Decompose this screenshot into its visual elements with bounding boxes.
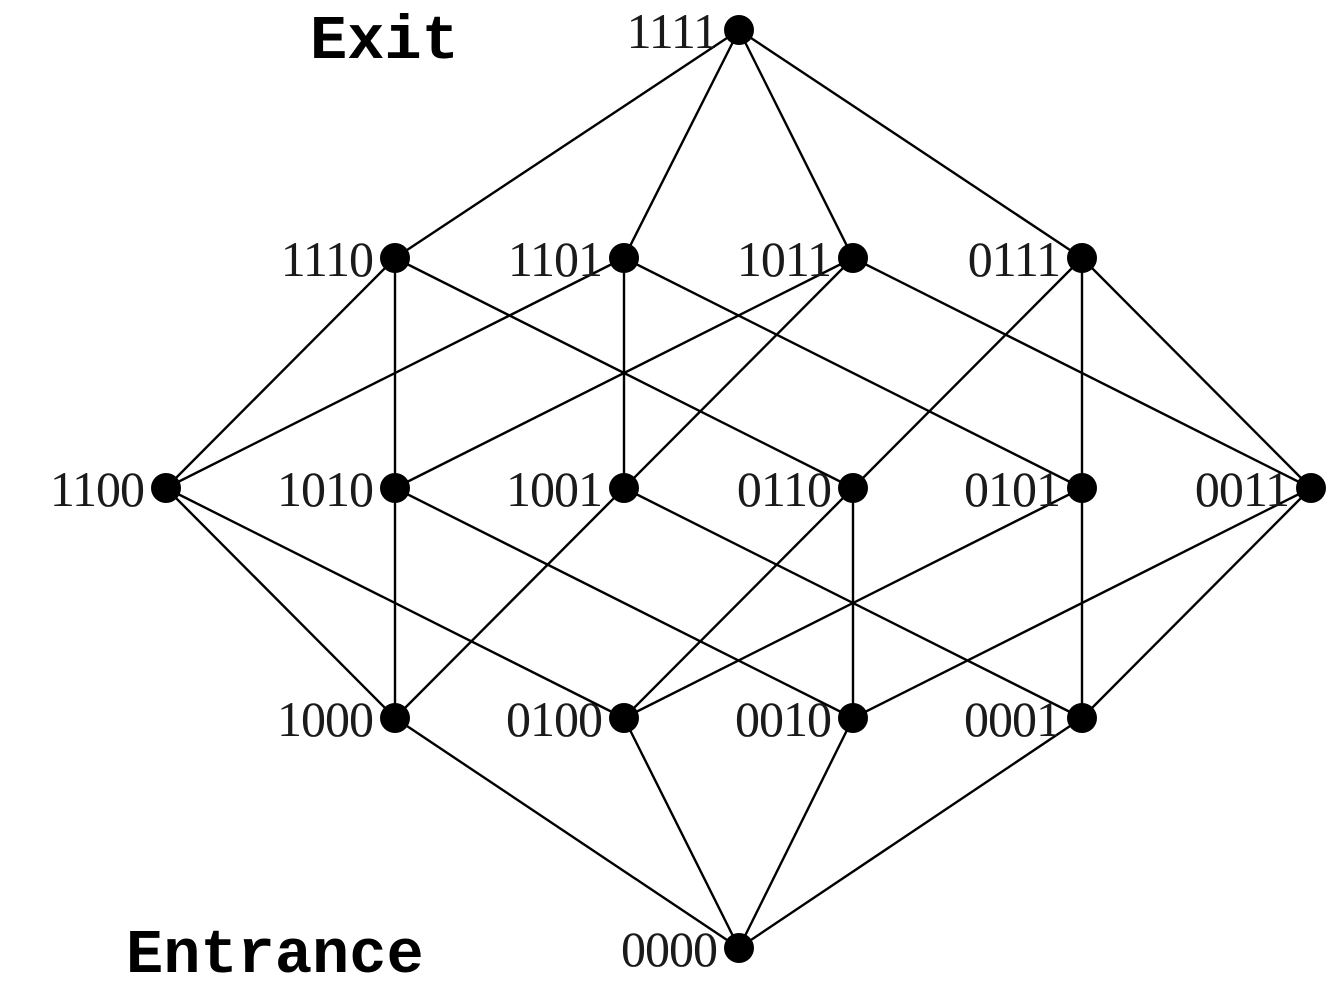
edge-0101-0100	[623, 486, 1083, 720]
edge-0011-0010	[852, 486, 1312, 720]
edge-0110-0100	[623, 487, 854, 719]
node-0010	[838, 703, 868, 733]
edge-1111-0111	[738, 29, 1083, 259]
node-0000	[724, 933, 754, 963]
node-1001	[609, 473, 639, 503]
node-1110	[380, 243, 410, 273]
node-1011	[838, 243, 868, 273]
node-0111	[1067, 243, 1097, 273]
edge-0111-0110	[852, 257, 1083, 489]
edge-1101-1100	[165, 256, 625, 490]
edge-0001-0000	[738, 717, 1083, 949]
node-label-0000: 0000	[621, 921, 717, 977]
edge-0011-0001	[1081, 487, 1312, 719]
node-label-0110: 0110	[737, 461, 831, 517]
exit-label: Exit	[310, 6, 459, 77]
node-0011	[1296, 473, 1326, 503]
edge-1010-0010	[394, 486, 854, 720]
node-label-0100: 0100	[506, 691, 602, 747]
edge-0100-0000	[622, 717, 741, 949]
edge-1111-1011	[737, 29, 855, 259]
edge-0010-0000	[737, 717, 855, 949]
labels-layer: 1111 1110 1101 1011 0111 1100 1010 1001 0110 0101…	[50, 3, 1290, 977]
node-label-1010: 1010	[277, 461, 373, 517]
edge-1110-1100	[165, 257, 396, 489]
node-label-1001: 1001	[506, 461, 602, 517]
node-label-1101: 1101	[508, 231, 602, 287]
node-label-0101: 0101	[964, 461, 1060, 517]
node-label-0001: 0001	[964, 691, 1060, 747]
node-1101	[609, 243, 639, 273]
node-0101	[1067, 473, 1097, 503]
node-label-1111: 1111	[627, 3, 717, 59]
node-1000	[380, 703, 410, 733]
edge-1011-1010	[394, 256, 854, 490]
edge-1001-1000	[394, 487, 625, 719]
entrance-label: Entrance	[126, 920, 424, 982]
node-label-0011: 0011	[1195, 461, 1289, 517]
edge-1111-1101	[622, 29, 741, 259]
node-label-1000: 1000	[277, 691, 373, 747]
edge-1000-0000	[394, 717, 740, 949]
edge-1111-1110	[394, 28, 740, 260]
node-label-0111: 0111	[968, 231, 1060, 287]
node-0001	[1067, 703, 1097, 733]
edge-1101-0101	[623, 256, 1083, 490]
edge-1011-1001	[623, 257, 854, 489]
node-1100	[151, 473, 181, 503]
node-0110	[838, 473, 868, 503]
edge-0111-0011	[1081, 257, 1312, 489]
edges-layer	[165, 28, 1312, 949]
edge-1100-1000	[165, 487, 396, 719]
node-label-0010: 0010	[735, 691, 831, 747]
node-1010	[380, 473, 410, 503]
node-label-1100: 1100	[50, 461, 144, 517]
node-label-1110: 1110	[281, 231, 373, 287]
node-0100	[609, 703, 639, 733]
nodes-layer	[151, 15, 1326, 963]
node-label-1011: 1011	[737, 231, 831, 287]
node-1111	[724, 15, 754, 45]
